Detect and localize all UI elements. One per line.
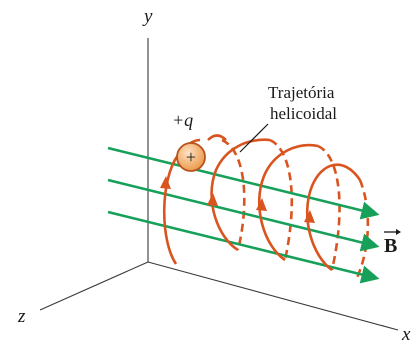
- field-arrow-1: [107, 146, 380, 220]
- helix-loop-3-back: [317, 144, 341, 271]
- field-arrow-3: [107, 210, 380, 284]
- helix-arrowhead-2: [207, 193, 218, 206]
- x-axis-line: [147, 261, 399, 331]
- magnetic-field-arrows: [107, 146, 380, 284]
- z-axis-label: z: [17, 306, 26, 327]
- y-axis-label: y: [142, 6, 153, 27]
- helix-loop-1-front: [210, 138, 271, 252]
- z-axis-line: [39, 261, 149, 311]
- helix-top-1: [207, 134, 227, 141]
- helix-loop-2-back: [269, 138, 294, 261]
- field-label: B: [384, 235, 397, 257]
- helix-loop-2-front: [257, 143, 319, 262]
- charge-circle: [176, 142, 206, 172]
- helix-arrowhead-3: [256, 198, 267, 211]
- charge-particle: +: [176, 142, 206, 172]
- helix-direction-arrows: [160, 176, 315, 223]
- field-vector-arrow-head: [396, 229, 401, 235]
- axes: [39, 38, 399, 331]
- x-axis-label: x: [401, 324, 411, 344]
- helix-end-back: [354, 179, 370, 281]
- charge-symbol: +: [186, 147, 196, 167]
- trajectory-label-line1: Trajetória: [268, 83, 335, 102]
- helix-arrowhead-1: [160, 176, 171, 189]
- field-label-group: B: [384, 229, 401, 257]
- helix-arrowhead-4: [304, 210, 315, 223]
- trajectory-label-line2: helicoidal: [270, 104, 337, 123]
- charge-label: +q: [172, 110, 193, 130]
- field-arrow-2: [107, 178, 380, 252]
- helix-loop-3-front: [305, 163, 362, 272]
- trajectory-leader-line: [239, 123, 269, 153]
